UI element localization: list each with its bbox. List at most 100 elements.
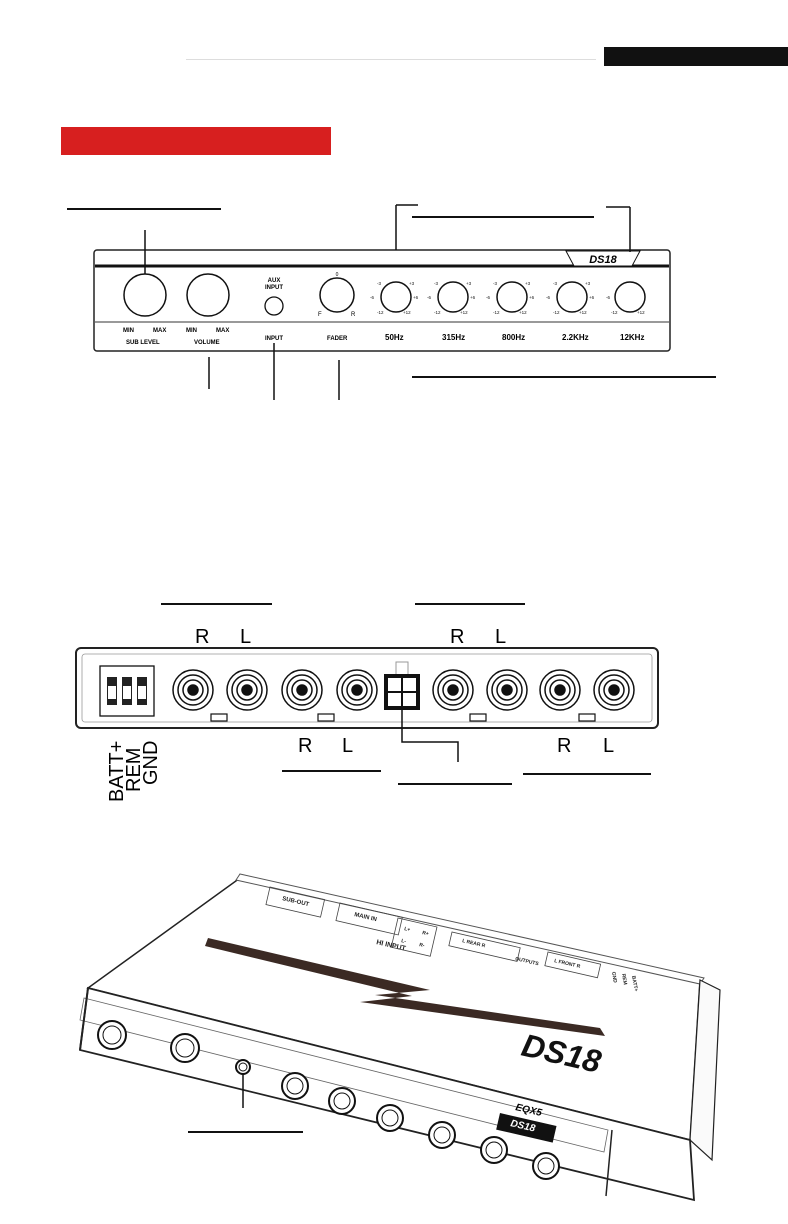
unit-power-rem: REM (620, 973, 628, 985)
rear-top-r-2: R (450, 626, 464, 648)
unit-power-batt: BATT+ (630, 975, 639, 992)
unit-knob-eq-4[interactable] (480, 1136, 508, 1164)
eq-band-label-4: 2.2KHz (562, 333, 589, 342)
fader-knob[interactable] (319, 277, 355, 313)
svg-text:-6: -6 (427, 295, 431, 300)
svg-text:+12: +12 (403, 310, 411, 315)
power-terminal-block[interactable] (99, 665, 155, 717)
unit-knob-volume[interactable] (170, 1033, 200, 1063)
unit-knob-eq-2[interactable] (376, 1104, 404, 1132)
svg-text:+6: +6 (413, 295, 419, 300)
svg-text:-12: -12 (493, 310, 500, 315)
section-heading-bar (61, 127, 331, 155)
svg-text:-3: -3 (377, 281, 381, 286)
svg-text:-12: -12 (553, 310, 560, 315)
unit-knob-eq-3[interactable] (428, 1121, 456, 1149)
rear-top-l-1: L (240, 626, 251, 648)
power-label-batt: BATT+ (106, 741, 128, 802)
unit-hi-pin-lplus: L+ (404, 926, 411, 933)
svg-text:+6: +6 (470, 295, 476, 300)
unit-rear-label: L REAR R (462, 938, 487, 949)
svg-text:-3: -3 (553, 281, 557, 286)
svg-text:-6: -6 (486, 295, 490, 300)
rca-jack-sub-l[interactable] (226, 669, 268, 711)
fader-center-mark: 0 (336, 272, 339, 278)
svg-text:+3: +3 (466, 281, 472, 286)
aux-input-label-1: AUX (268, 278, 281, 284)
svg-text:-6: -6 (606, 295, 610, 300)
unit-front-label: L FRONT R (554, 958, 582, 970)
svg-text:+6: +6 (589, 295, 595, 300)
rear-bottom-l-1: L (342, 735, 353, 757)
unit-power-gnd: GND (610, 971, 618, 983)
product-perspective-view: DS18 EQX5 DS18 SUB-OUT MAIN IN HI INPUT … (79, 873, 721, 1202)
fader-r-mark: R (351, 312, 356, 318)
sub-max-label: MAX (153, 328, 166, 334)
hi-input-connector[interactable] (384, 661, 420, 710)
rear-indicator-slots (210, 713, 596, 722)
vol-max-label: MAX (216, 328, 229, 334)
fader-label: FADER (327, 336, 348, 342)
eq-band-label-2: 315Hz (442, 333, 465, 342)
rear-top-l-2: L (495, 626, 506, 648)
power-label-gnd: GND (140, 741, 162, 785)
svg-text:-6: -6 (370, 295, 374, 300)
eq-knob-3[interactable] (496, 281, 528, 313)
eq-knob-1[interactable] (380, 281, 412, 313)
unit-aux-jack[interactable] (235, 1059, 251, 1075)
power-label-rem: REM (123, 748, 145, 792)
rear-bottom-r-2: R (557, 735, 571, 757)
svg-text:-3: -3 (493, 281, 497, 286)
eq-band-label-3: 800Hz (502, 333, 525, 342)
fader-f-mark: F (318, 312, 322, 318)
svg-text:+12: +12 (579, 310, 587, 315)
vol-min-label: MIN (186, 328, 197, 334)
svg-text:+3: +3 (525, 281, 531, 286)
rca-jack-main-l[interactable] (336, 669, 378, 711)
front-logo-text: DS18 (589, 254, 617, 266)
rca-jack-sub-r[interactable] (172, 669, 214, 711)
svg-text:-3: -3 (434, 281, 438, 286)
callout-hi-input-leader (401, 710, 459, 762)
unit-knob-fader[interactable] (281, 1072, 309, 1100)
unit-knob-eq-5[interactable] (532, 1152, 560, 1180)
svg-text:+6: +6 (529, 295, 535, 300)
eq-knob-5[interactable] (614, 281, 646, 313)
eq-knob-2[interactable] (437, 281, 469, 313)
eq-band-label-5: 12KHz (620, 333, 644, 342)
front-panel-diagram: DS18 AUX INPUT 0 F R -3 +3 -6 +6 -12 +12… (67, 204, 716, 400)
unit-swoosh-graphic (205, 938, 605, 1036)
unit-knob-eq-1[interactable] (328, 1087, 356, 1115)
rca-jack-rear-r[interactable] (432, 669, 474, 711)
rear-panel-diagram: R L R L R (75, 603, 659, 802)
unit-hi-pin-lminus: L- (401, 938, 407, 945)
rear-top-r-1: R (195, 626, 209, 648)
eq-knob-4[interactable] (556, 281, 588, 313)
rear-bottom-r-1: R (298, 735, 312, 757)
header-tab (604, 47, 788, 66)
svg-text:-12: -12 (377, 310, 384, 315)
rear-bottom-l-2: L (603, 735, 614, 757)
volume-label: VOLUME (194, 340, 220, 346)
aux-input-jack[interactable] (264, 296, 284, 316)
unit-hi-pin-rminus: R- (419, 942, 426, 949)
svg-text:+12: +12 (519, 310, 527, 315)
front-logo-plate (565, 250, 641, 267)
sub-level-knob[interactable] (123, 273, 167, 317)
svg-text:-12: -12 (434, 310, 441, 315)
svg-text:-6: -6 (546, 295, 550, 300)
rca-jack-rear-l[interactable] (486, 669, 528, 711)
rca-jack-front-r[interactable] (539, 669, 581, 711)
svg-text:+12: +12 (637, 310, 645, 315)
svg-text:+3: +3 (409, 281, 415, 286)
input-label: INPUT (265, 336, 283, 342)
sub-min-label: MIN (123, 328, 134, 334)
volume-knob[interactable] (186, 273, 230, 317)
rca-jack-front-l[interactable] (593, 669, 635, 711)
header-rule (186, 59, 596, 60)
svg-text:+3: +3 (585, 281, 591, 286)
rca-jack-main-r[interactable] (281, 669, 323, 711)
unit-knob-sub-level[interactable] (97, 1020, 127, 1050)
sub-level-label: SUB LEVEL (126, 340, 160, 346)
svg-text:-12: -12 (611, 310, 618, 315)
